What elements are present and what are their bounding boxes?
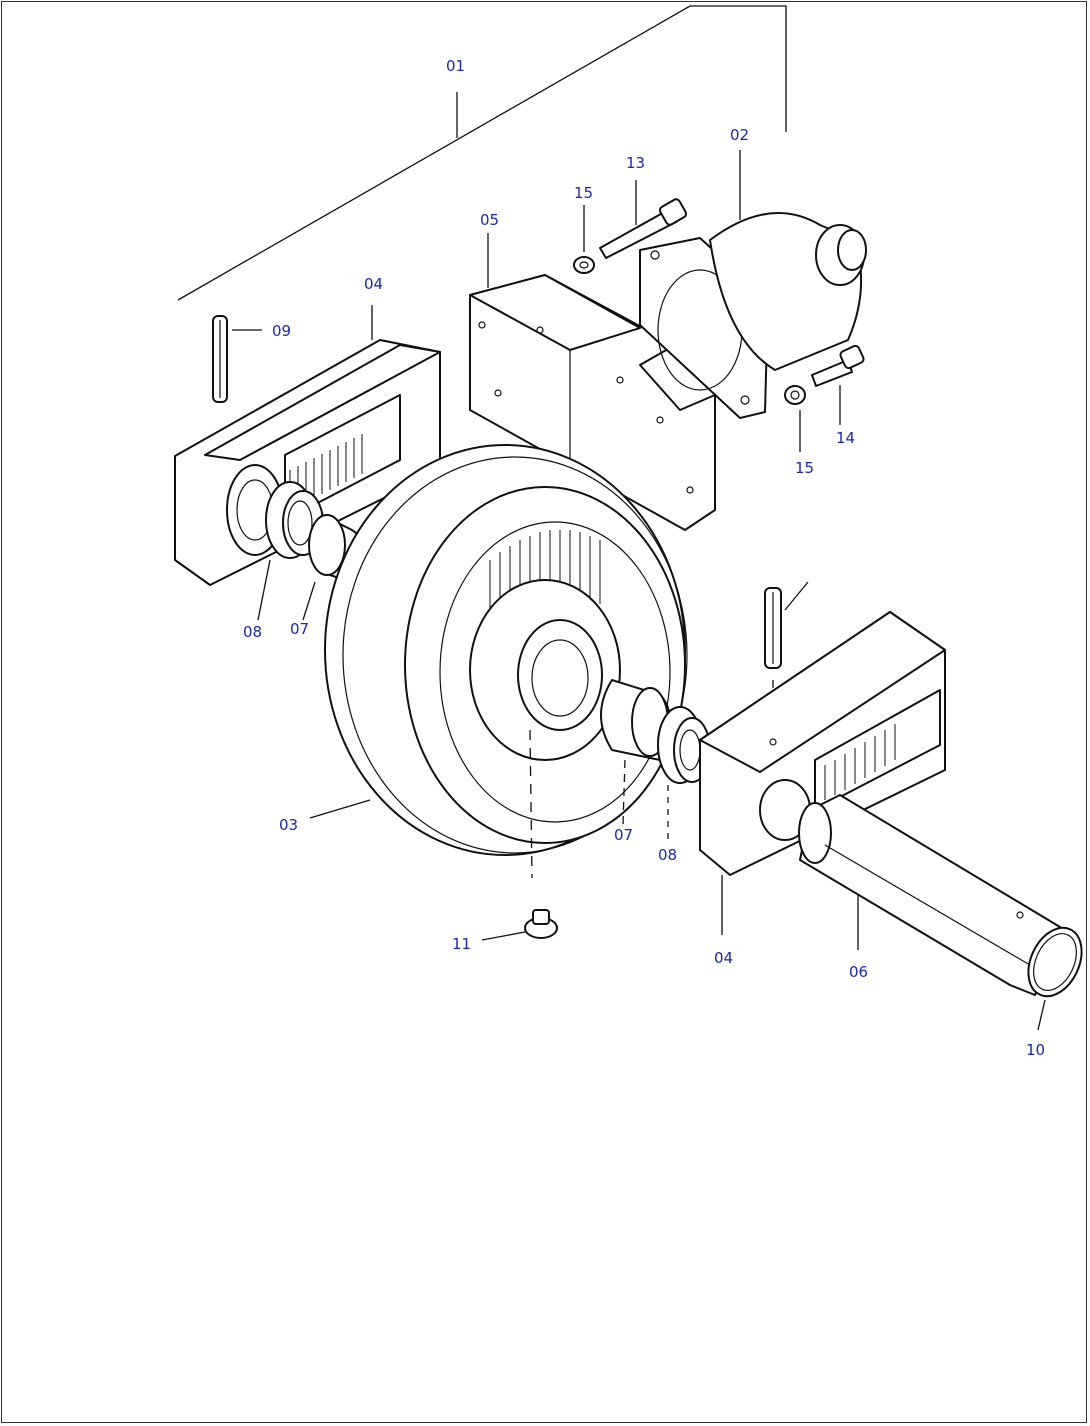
callout-13: 13 [626, 154, 645, 172]
callout-10: 10 [1026, 1041, 1045, 1059]
callout-06: 06 [849, 963, 868, 981]
callout-04-right: 04 [714, 949, 733, 967]
callout-15-top: 15 [574, 184, 593, 202]
part-15-washer-bottom [784, 385, 806, 452]
part-09-pin [212, 315, 262, 403]
part-15-washer-top [573, 205, 595, 274]
callout-07-left: 07 [290, 620, 309, 638]
callout-09: 09 [272, 322, 291, 340]
part-04-bearing-block-right [699, 611, 946, 935]
callout-05: 05 [480, 211, 499, 229]
part-06-shaft [798, 794, 1066, 996]
part-04-bearing-block-left [174, 305, 441, 586]
callout-08-right: 08 [658, 846, 677, 864]
part-02-motor [639, 150, 867, 419]
callout-07-right: 07 [614, 826, 633, 844]
callout-04-left: 04 [364, 275, 383, 293]
callout-08-left: 08 [243, 623, 262, 641]
callout-03: 03 [279, 816, 298, 834]
callout-labels: 01 02 13 15 05 04 09 14 15 08 07 03 07 0… [243, 57, 1045, 1059]
part-11-grease-nipple [481, 909, 558, 941]
part-14-bolt [811, 344, 865, 425]
part-03-idler-wheel [309, 444, 688, 879]
part-10-o-ring [1027, 926, 1083, 1031]
part-13-bolt [599, 180, 688, 259]
callout-14: 14 [836, 429, 855, 447]
callout-02: 02 [730, 126, 749, 144]
callout-11: 11 [452, 935, 471, 953]
callout-15-bottom: 15 [795, 459, 814, 477]
callout-01: 01 [446, 57, 465, 75]
pin-right [764, 581, 809, 740]
part-08-seal-right [657, 706, 711, 840]
assembly-bracket-01 [177, 5, 787, 301]
part-08-seal-left [257, 481, 324, 621]
